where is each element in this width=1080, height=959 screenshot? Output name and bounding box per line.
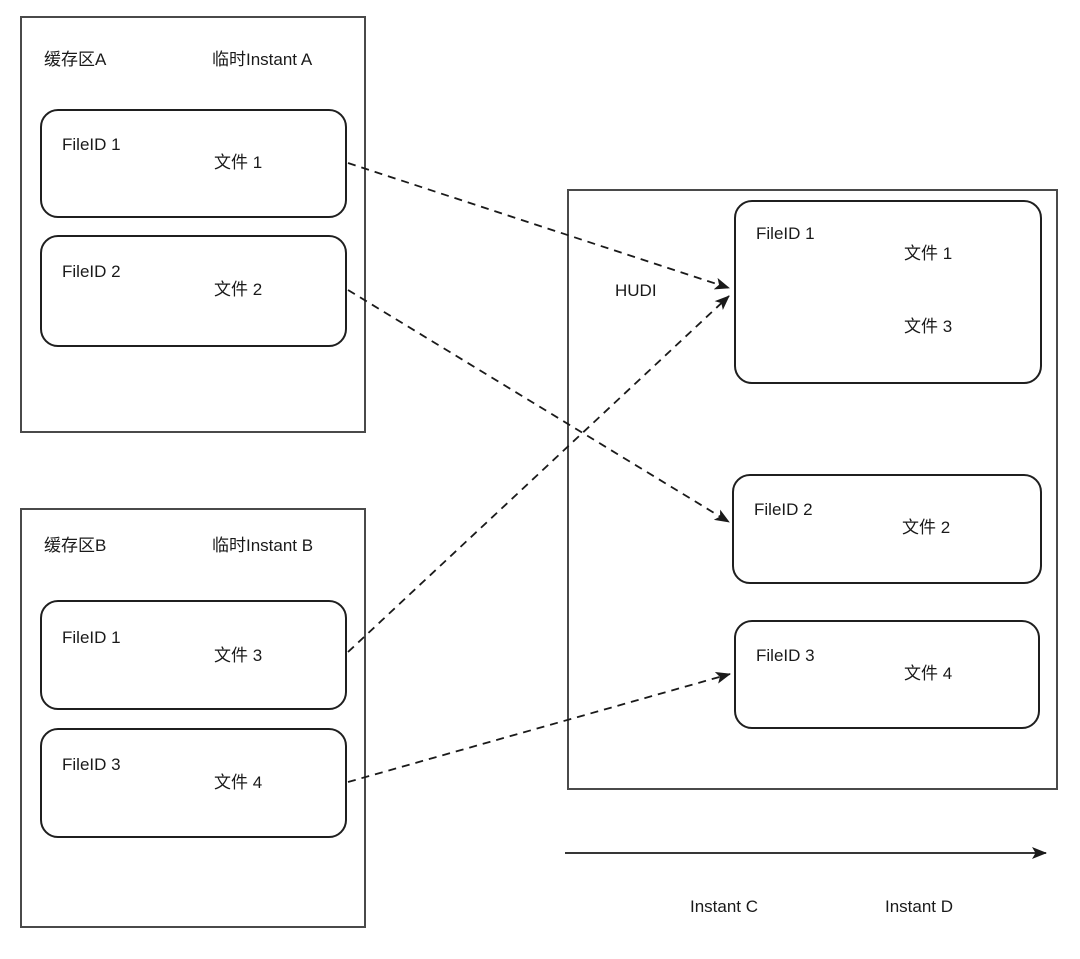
file-id-label: FileID 1 <box>62 135 121 154</box>
file-label: 文件 3 <box>214 646 263 665</box>
file-id-label: FileID 1 <box>62 628 121 647</box>
buffer-b-file-1-box: FileID 1 文件 3 <box>40 600 347 710</box>
hudi-box: HUDI FileID 1 文件 1 文件 3 FileID 2 文件 2 Fi… <box>567 189 1058 790</box>
buffer-a-title: 缓存区A <box>44 50 107 69</box>
file-label: 文件 4 <box>904 664 953 683</box>
buffer-a-box: 缓存区A 临时Instant A FileID 1 文件 1 FileID 2 … <box>20 16 366 433</box>
buffer-b-title: 缓存区B <box>44 536 107 555</box>
file-label: 文件 4 <box>214 773 263 792</box>
file-id-label: FileID 3 <box>756 646 815 665</box>
file-label: 文件 1 <box>904 244 953 263</box>
buffer-a-file-1-box: FileID 1 文件 1 <box>40 109 347 218</box>
timeline-label-instant-d: Instant D <box>884 897 954 916</box>
buffer-b-instant-label: 临时Instant B <box>212 536 314 555</box>
hudi-label: HUDI <box>615 281 657 300</box>
file-label: 文件 2 <box>902 518 951 537</box>
file-label: 文件 2 <box>214 280 263 299</box>
file-label: 文件 3 <box>904 317 953 336</box>
buffer-a-instant-label: 临时Instant A <box>212 50 313 69</box>
timeline-label-instant-c: Instant C <box>689 897 759 916</box>
hudi-file-2-box: FileID 2 文件 2 <box>732 474 1042 584</box>
hudi-file-3-box: FileID 3 文件 4 <box>734 620 1040 729</box>
file-id-label: FileID 2 <box>754 500 813 519</box>
file-id-label: FileID 2 <box>62 262 121 281</box>
buffer-a-file-2-box: FileID 2 文件 2 <box>40 235 347 347</box>
file-id-label: FileID 3 <box>62 755 121 774</box>
file-label: 文件 1 <box>214 153 263 172</box>
hudi-file-1-box: FileID 1 文件 1 文件 3 <box>734 200 1042 384</box>
file-id-label: FileID 1 <box>756 224 815 243</box>
buffer-b-file-3-box: FileID 3 文件 4 <box>40 728 347 838</box>
buffer-b-box: 缓存区B 临时Instant B FileID 1 文件 3 FileID 3 … <box>20 508 366 928</box>
